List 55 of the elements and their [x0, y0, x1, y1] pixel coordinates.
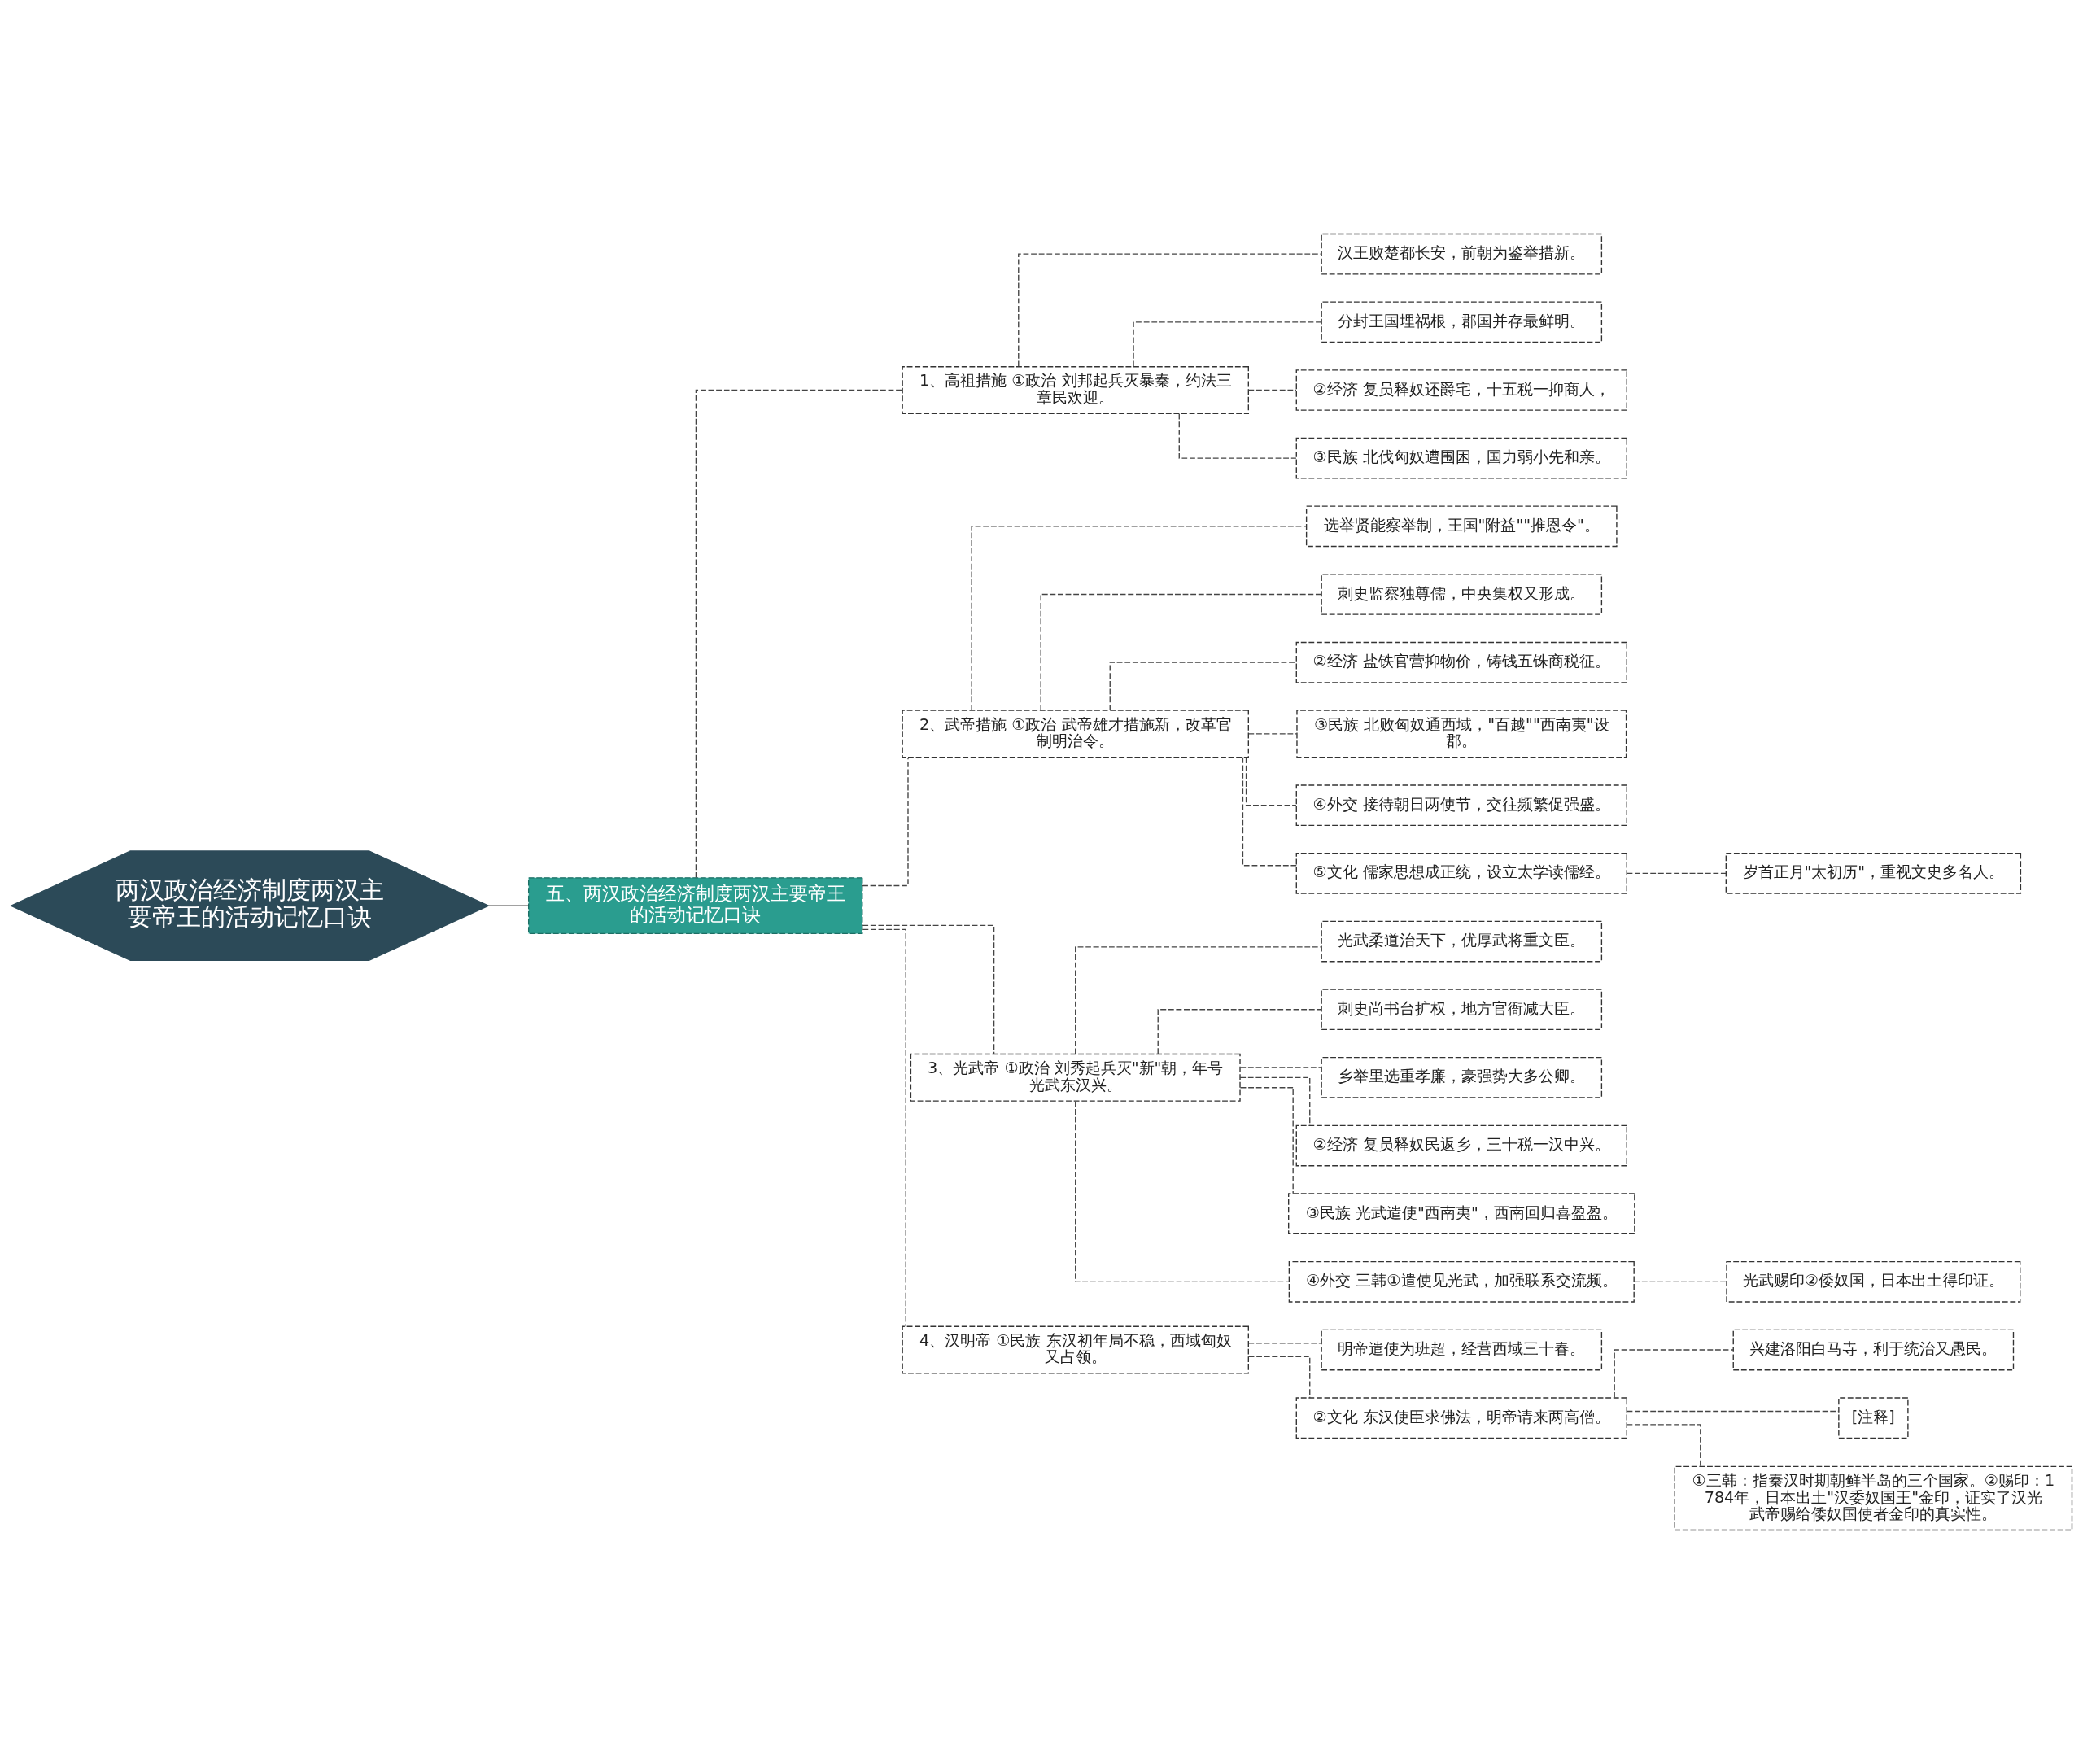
connector	[1040, 593, 1322, 711]
connector	[1018, 253, 1322, 368]
connector	[1245, 757, 1297, 806]
connector	[971, 526, 1308, 711]
node-box: 分封王国埋祸根，郡国并存最鲜明。	[1321, 301, 1603, 343]
connector	[1075, 1100, 1290, 1283]
connector	[1614, 1349, 1734, 1399]
connector	[695, 389, 903, 879]
node-box: ③民族 北伐匈奴遭围困，国力弱小先和亲。	[1295, 437, 1627, 479]
connector	[1157, 1009, 1322, 1054]
node-box: [注释]	[1838, 1397, 1909, 1439]
node-box: 4、汉明帝 ①民族 东汉初年局不稳，西域匈奴又占领。	[902, 1325, 1249, 1374]
node-box: 光武柔道治天下，优厚武将重文臣。	[1321, 920, 1603, 963]
node-box: 五、两汉政治经济制度两汉主要帝王的活动记忆口诀	[528, 877, 863, 935]
node-box: ②文化 东汉使臣求佛法，明帝请来两高僧。	[1295, 1397, 1627, 1439]
connector	[1247, 733, 1298, 735]
node-box: ②经济 复员释奴还爵宅，十五税一抑商人，	[1295, 369, 1627, 411]
connector	[1242, 757, 1297, 867]
connector	[862, 924, 995, 1055]
node-box: 刺史尚书台扩权，地方官衙减大臣。	[1321, 989, 1603, 1031]
node-box: 兴建洛阳白马寺，利于统治又愚民。	[1732, 1329, 2015, 1371]
node-box: 选举贤能察举制，王国"附益""推恩令"。	[1305, 505, 1618, 548]
node-box: 3、光武帝 ①政治 刘秀起兵灭"新"朝，年号光武东汉兴。	[910, 1053, 1241, 1102]
node-box: ③民族 光武遣使"西南夷"，西南回归喜盈盈。	[1288, 1193, 1635, 1235]
connector	[1247, 1356, 1311, 1399]
connector	[1247, 1343, 1322, 1344]
node-box: ②经济 盐铁官营抑物价，铸钱五铢商税征。	[1295, 641, 1627, 683]
connector	[1626, 1410, 1840, 1413]
node-box: ④外交 三韩①遣使见光武，加强联系交流频。	[1288, 1260, 1635, 1303]
node-box: 光武赐印②倭奴国，日本出土得印证。	[1726, 1260, 2021, 1303]
connector	[862, 928, 906, 1327]
connector	[1247, 389, 1297, 391]
node-box: 2、武帝措施 ①政治 武帝雄才措施新，改革官制明治令。	[902, 710, 1249, 758]
node-box: 明帝遣使为班超，经营西域三十春。	[1321, 1329, 1603, 1371]
connector	[1109, 662, 1297, 711]
node-box: ②经济 复员释奴民返乡，三十税一汉中兴。	[1295, 1124, 1627, 1167]
connector	[1075, 946, 1322, 1054]
connector	[1633, 1281, 1727, 1283]
connector	[1239, 1087, 1294, 1194]
node-box: ①三韩：指秦汉时期朝鲜半岛的三个国家。②赐印：1784年，日本出土"汉委奴国王"金印，证实了汉光武帝赐给倭奴国使者金印的真实性。	[1674, 1465, 2073, 1531]
connector	[1133, 321, 1322, 367]
node-box: 汉王败楚都长安，前朝为鉴举措新。	[1321, 233, 1603, 275]
node-box: 岁首正月"太初历"，重视文史多名人。	[1725, 853, 2022, 894]
connector	[487, 905, 530, 906]
connector	[1626, 1424, 1701, 1467]
node-box: 刺史监察独尊儒，中央集权又形成。	[1321, 574, 1603, 615]
node-box: ④外交 接待朝日两使节，交往频繁促强盛。	[1295, 784, 1627, 827]
node-box: 1、高祖措施 ①政治 刘邦起兵灭暴秦，约法三章民欢迎。	[902, 366, 1249, 414]
node-box: 乡举里选重孝廉，豪强势大多公卿。	[1321, 1057, 1603, 1098]
connector	[1178, 413, 1297, 459]
node-box: ③民族 北败匈奴通西域，"百越""西南夷"设郡。	[1296, 710, 1627, 758]
node-box: ⑤文化 儒家思想成正统，设立太学读儒经。	[1295, 853, 1627, 894]
connector	[1239, 1067, 1322, 1068]
connector	[862, 757, 909, 887]
connector	[1626, 872, 1727, 875]
